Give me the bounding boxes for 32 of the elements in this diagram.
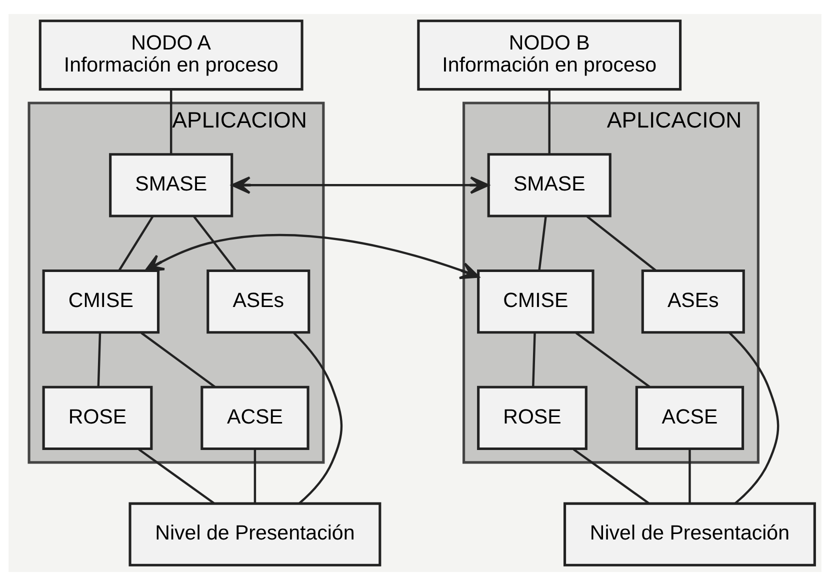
arrow bbox=[231, 176, 490, 194]
connector bbox=[576, 332, 650, 388]
connector bbox=[138, 448, 215, 504]
connector bbox=[118, 216, 154, 271]
node-box: SMASE bbox=[109, 153, 234, 218]
connector bbox=[538, 216, 547, 270]
node-box: ROSE bbox=[42, 386, 153, 450]
node-box: SMASE bbox=[487, 153, 612, 218]
node-box: Nivel de Presentación bbox=[563, 502, 816, 566]
connector bbox=[572, 448, 650, 504]
connector bbox=[728, 332, 780, 504]
node-box: ASEs bbox=[206, 269, 310, 334]
connector bbox=[532, 332, 536, 386]
node-box: CMISE bbox=[477, 269, 594, 334]
node-box: ACSE bbox=[200, 386, 310, 450]
node-box: ROSE bbox=[477, 386, 588, 450]
connector bbox=[586, 216, 656, 272]
connector bbox=[170, 89, 172, 154]
connector bbox=[293, 332, 343, 504]
connector bbox=[140, 332, 216, 388]
node-box: Nivel de Presentación bbox=[128, 502, 382, 566]
node-box: ASEs bbox=[641, 269, 745, 334]
node-box: NODO B Información en proceso bbox=[417, 20, 682, 91]
node-box: ACSE bbox=[635, 386, 744, 450]
connector bbox=[193, 216, 236, 271]
arrow bbox=[144, 234, 480, 280]
node-box: NODO A Información en proceso bbox=[38, 20, 304, 91]
connector bbox=[254, 449, 256, 503]
connector bbox=[688, 449, 691, 503]
node-box: CMISE bbox=[42, 269, 160, 334]
connector bbox=[97, 332, 102, 386]
connector bbox=[548, 89, 550, 154]
